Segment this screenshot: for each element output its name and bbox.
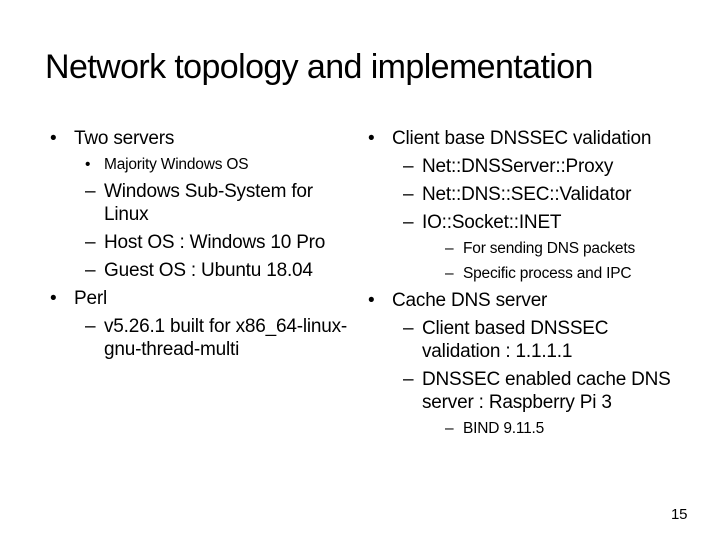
column-left: •Two servers•Majority Windows OS–Windows… xyxy=(48,127,358,366)
list-item: • Client base DNSSEC validation xyxy=(366,127,711,150)
list-item: –BIND 9.11.5 xyxy=(366,419,711,439)
list-item-text: DNSSEC enabled cache DNS server : Raspbe… xyxy=(422,369,671,413)
list-item-text: Net::DNS::SEC::Validator xyxy=(422,184,632,205)
bullet-icon: • xyxy=(85,156,91,173)
dash-icon: – xyxy=(85,260,96,281)
list-item: –Host OS : Windows 10 Pro xyxy=(48,231,358,254)
bullet-icon: • xyxy=(368,128,375,149)
list-item-text: Net::DNSServer::Proxy xyxy=(422,156,614,177)
list-item-text: Majority Windows OS xyxy=(104,156,249,173)
list-item-text: Guest OS : Ubuntu 18.04 xyxy=(104,260,313,281)
list-item: • Perl xyxy=(48,287,358,310)
list-item: –Windows Sub-System for Linux xyxy=(48,180,358,226)
list-item-text: BIND 9.11.5 xyxy=(463,420,545,437)
dash-icon: – xyxy=(403,212,414,233)
dash-icon: – xyxy=(445,265,454,282)
dash-icon: – xyxy=(445,420,454,437)
dash-icon: – xyxy=(85,181,96,202)
list-item: –DNSSEC enabled cache DNS server : Raspb… xyxy=(366,368,711,414)
list-item: –Specific process and IPC xyxy=(366,264,711,284)
list-item-text: Client base DNSSEC validation xyxy=(392,128,652,149)
list-item: –For sending DNS packets xyxy=(366,239,711,259)
list-item: –Net::DNSServer::Proxy xyxy=(366,155,711,178)
dash-icon: – xyxy=(403,184,414,205)
list-item-text: Two servers xyxy=(74,128,175,149)
bullet-icon: • xyxy=(50,128,57,149)
list-item: • Majority Windows OS xyxy=(48,155,358,175)
list-item: • Two servers xyxy=(48,127,358,150)
list-item: • Cache DNS server xyxy=(366,289,711,312)
list-item-text: Windows Sub-System for Linux xyxy=(104,181,313,225)
page-number: 15 xyxy=(671,506,688,523)
list-item-text: Client based DNSSEC validation : 1.1.1.1 xyxy=(422,318,609,362)
dash-icon: – xyxy=(85,232,96,253)
dash-icon: – xyxy=(403,369,414,390)
list-item-text: IO::Socket::INET xyxy=(422,212,562,233)
list-item-text: Host OS : Windows 10 Pro xyxy=(104,232,326,253)
list-item-text: v5.26.1 built for x86_64-linux- gnu-thre… xyxy=(104,316,348,360)
slide-title: Network topology and implementation xyxy=(45,48,593,86)
list-item-text: Perl xyxy=(74,288,107,309)
list-item: –v5.26.1 built for x86_64-linux- gnu-thr… xyxy=(48,315,358,361)
list-item-text: Cache DNS server xyxy=(392,290,548,311)
list-item: –Net::DNS::SEC::Validator xyxy=(366,183,711,206)
list-item-text: For sending DNS packets xyxy=(463,240,636,257)
bullet-icon: • xyxy=(50,288,57,309)
dash-icon: – xyxy=(85,316,96,337)
dash-icon: – xyxy=(445,240,454,257)
list-item: –Guest OS : Ubuntu 18.04 xyxy=(48,259,358,282)
list-item: –Client based DNSSEC validation : 1.1.1.… xyxy=(366,317,711,363)
bullet-icon: • xyxy=(368,290,375,311)
dash-icon: – xyxy=(403,318,414,339)
dash-icon: – xyxy=(403,156,414,177)
list-item: –IO::Socket::INET xyxy=(366,211,711,234)
list-item-text: Specific process and IPC xyxy=(463,265,632,282)
column-right: •Client base DNSSEC validation–Net::DNSS… xyxy=(366,127,711,444)
